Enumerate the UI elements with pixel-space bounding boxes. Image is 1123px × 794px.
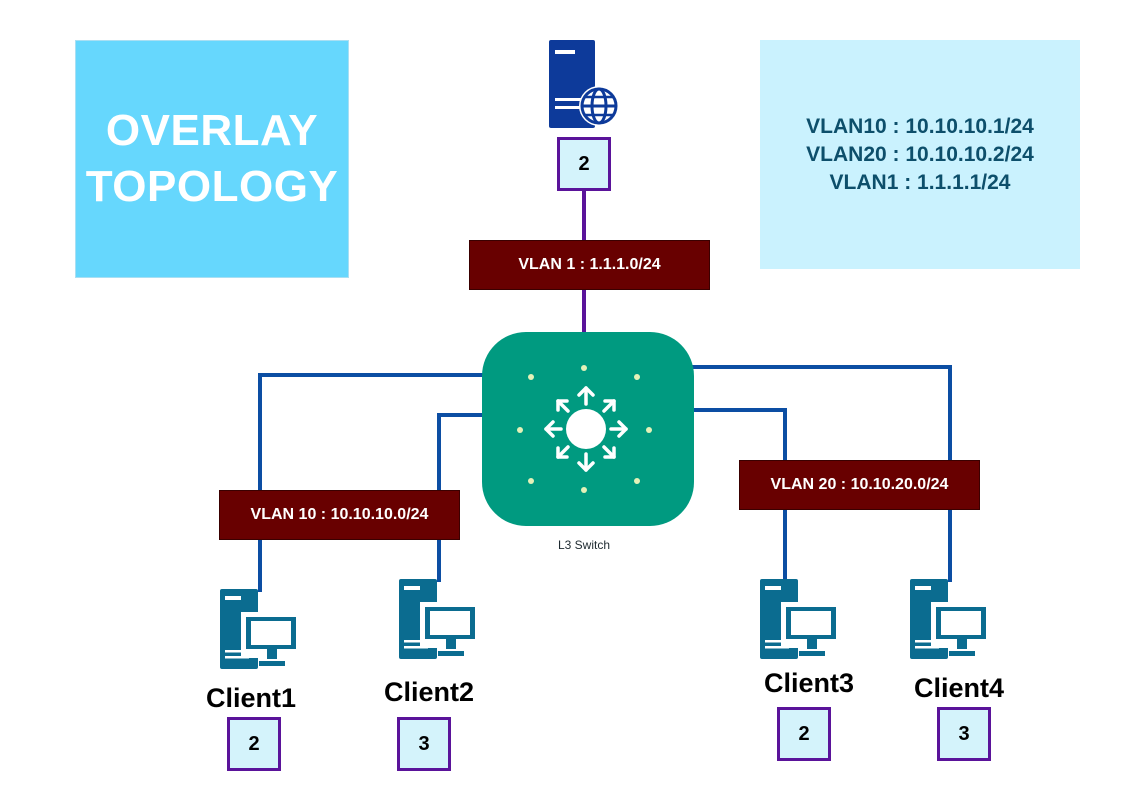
client2-name: Client2 (383, 677, 475, 707)
info-line-vlan1: VLAN1 : 1.1.1.1/24 (829, 170, 1011, 194)
vlan1-label: VLAN 1 : 1.1.1.0/24 (469, 240, 710, 290)
client3-link-line (692, 408, 787, 582)
client1-name: Client1 (205, 683, 297, 713)
title-box: OVERLAY TOPOLOGY (75, 40, 349, 278)
client4-name: Client4 (913, 673, 1005, 703)
title-line-1: OVERLAY (105, 106, 319, 155)
vlan10-label: VLAN 10 : 10.10.10.0/24 (219, 490, 460, 540)
switch-caption: L3 Switch (557, 538, 611, 552)
ip-info-box: VLAN10 : 10.10.10.1/24 VLAN20 : 10.10.10… (760, 40, 1080, 269)
client3-name: Client3 (763, 668, 855, 698)
l3-switch[interactable] (482, 332, 694, 526)
client3-number: 2 (777, 707, 831, 761)
client1-link-line (258, 373, 484, 592)
vlan20-label: VLAN 20 : 10.10.20.0/24 (739, 460, 980, 510)
client2-number: 3 (397, 717, 451, 771)
client-workstation-icon (399, 579, 480, 659)
server-port-number: 2 (557, 137, 611, 191)
client4-number: 3 (937, 707, 991, 761)
web-server-icon (549, 40, 619, 128)
l3-switch-icon (517, 365, 652, 493)
client-workstation-icon (220, 589, 301, 669)
client-workstation-icon (760, 579, 841, 659)
info-line-vlan10: VLAN10 : 10.10.10.1/24 (806, 114, 1034, 138)
client4-link-line (692, 365, 952, 582)
client-workstation-icon (910, 579, 991, 659)
title-line-2: TOPOLOGY (85, 162, 339, 211)
info-line-vlan20: VLAN20 : 10.10.10.2/24 (806, 142, 1034, 166)
client1-number: 2 (227, 717, 281, 771)
